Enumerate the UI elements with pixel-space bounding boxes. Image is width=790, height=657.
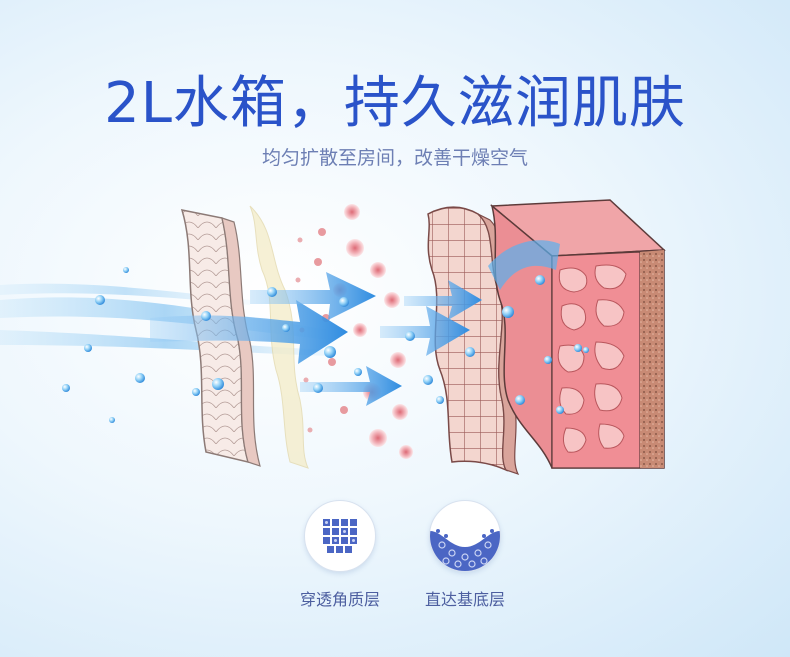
page-title: 2L水箱，持久滋润肌肤 <box>104 71 686 136</box>
page-subtitle: 均匀扩散至房间，改善干燥空气 <box>261 147 528 169</box>
basal-layer-icon <box>429 500 501 572</box>
grid-cells-icon <box>304 500 376 572</box>
moisture-arrows <box>150 240 560 406</box>
skin-layers-illustration <box>0 199 666 476</box>
feature-label: 穿透角质层 <box>299 590 380 609</box>
water-droplets <box>62 267 589 423</box>
feature-reach-basal-layer: 直达基底层 <box>390 500 540 610</box>
cell-cluster <box>295 204 413 459</box>
feature-penetrate-stratum-corneum: 穿透角质层 <box>265 500 415 610</box>
dermis-block <box>490 199 666 469</box>
feature-label: 直达基底层 <box>424 590 505 609</box>
